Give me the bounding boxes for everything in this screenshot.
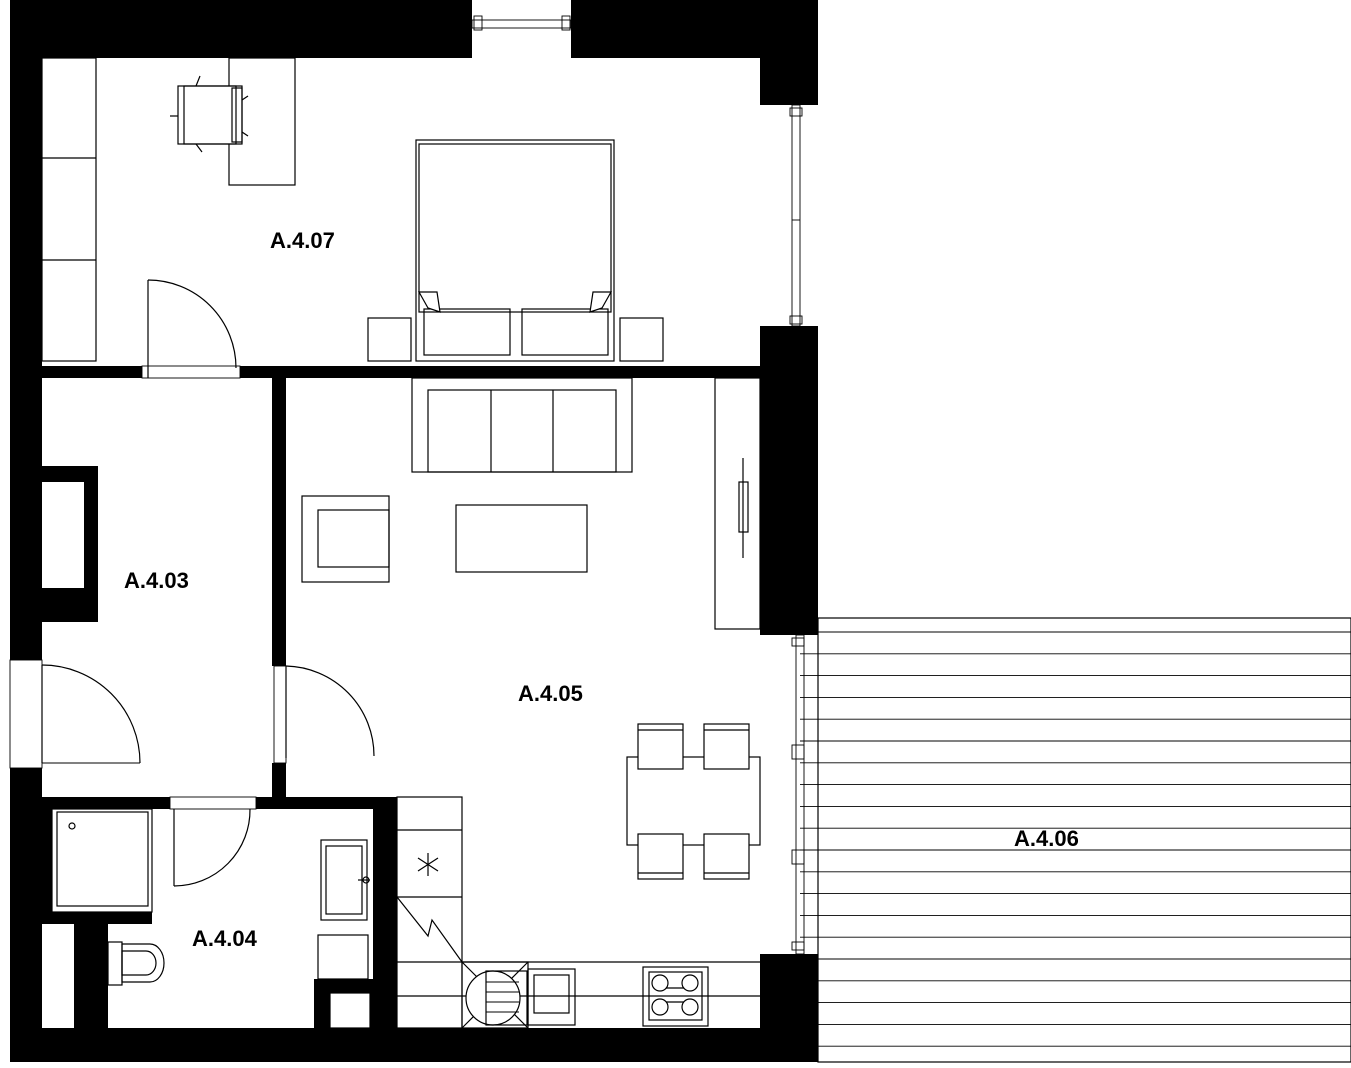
- kitchen-counter: [396, 796, 760, 1029]
- walls: [10, 0, 818, 1062]
- room-label-a406: A.4.06: [1014, 826, 1079, 851]
- toilet: [107, 941, 165, 986]
- double-bed: [415, 139, 615, 362]
- doors: [41, 279, 375, 887]
- washing-machine: [317, 934, 369, 980]
- room-label-a407: A.4.07: [270, 228, 335, 253]
- shower-tray: [51, 808, 153, 913]
- room-label-a405: A.4.05: [518, 681, 583, 706]
- room-label-a403: A.4.03: [124, 568, 189, 593]
- shaft: [330, 993, 370, 1028]
- cooktop: [642, 966, 709, 1027]
- washbasin: [320, 839, 370, 921]
- terrace-decking: [800, 631, 1351, 1047]
- dishwasher: [461, 961, 529, 1029]
- windows: [9, 15, 805, 955]
- desk-chair: [170, 75, 249, 153]
- armchair: [301, 495, 390, 583]
- snowflake-icon: [417, 853, 439, 876]
- wall-niche: [42, 482, 84, 588]
- coffee-table: [455, 504, 588, 573]
- tv-sideboard: [714, 377, 761, 630]
- kitchen-sink: [527, 968, 576, 1026]
- terrace-outline: [817, 617, 1351, 1063]
- wardrobe: [41, 57, 97, 362]
- dining-table: [626, 723, 761, 880]
- room-label-a404: A.4.04: [192, 926, 258, 951]
- sofa: [411, 377, 633, 473]
- nightstands: [367, 317, 664, 362]
